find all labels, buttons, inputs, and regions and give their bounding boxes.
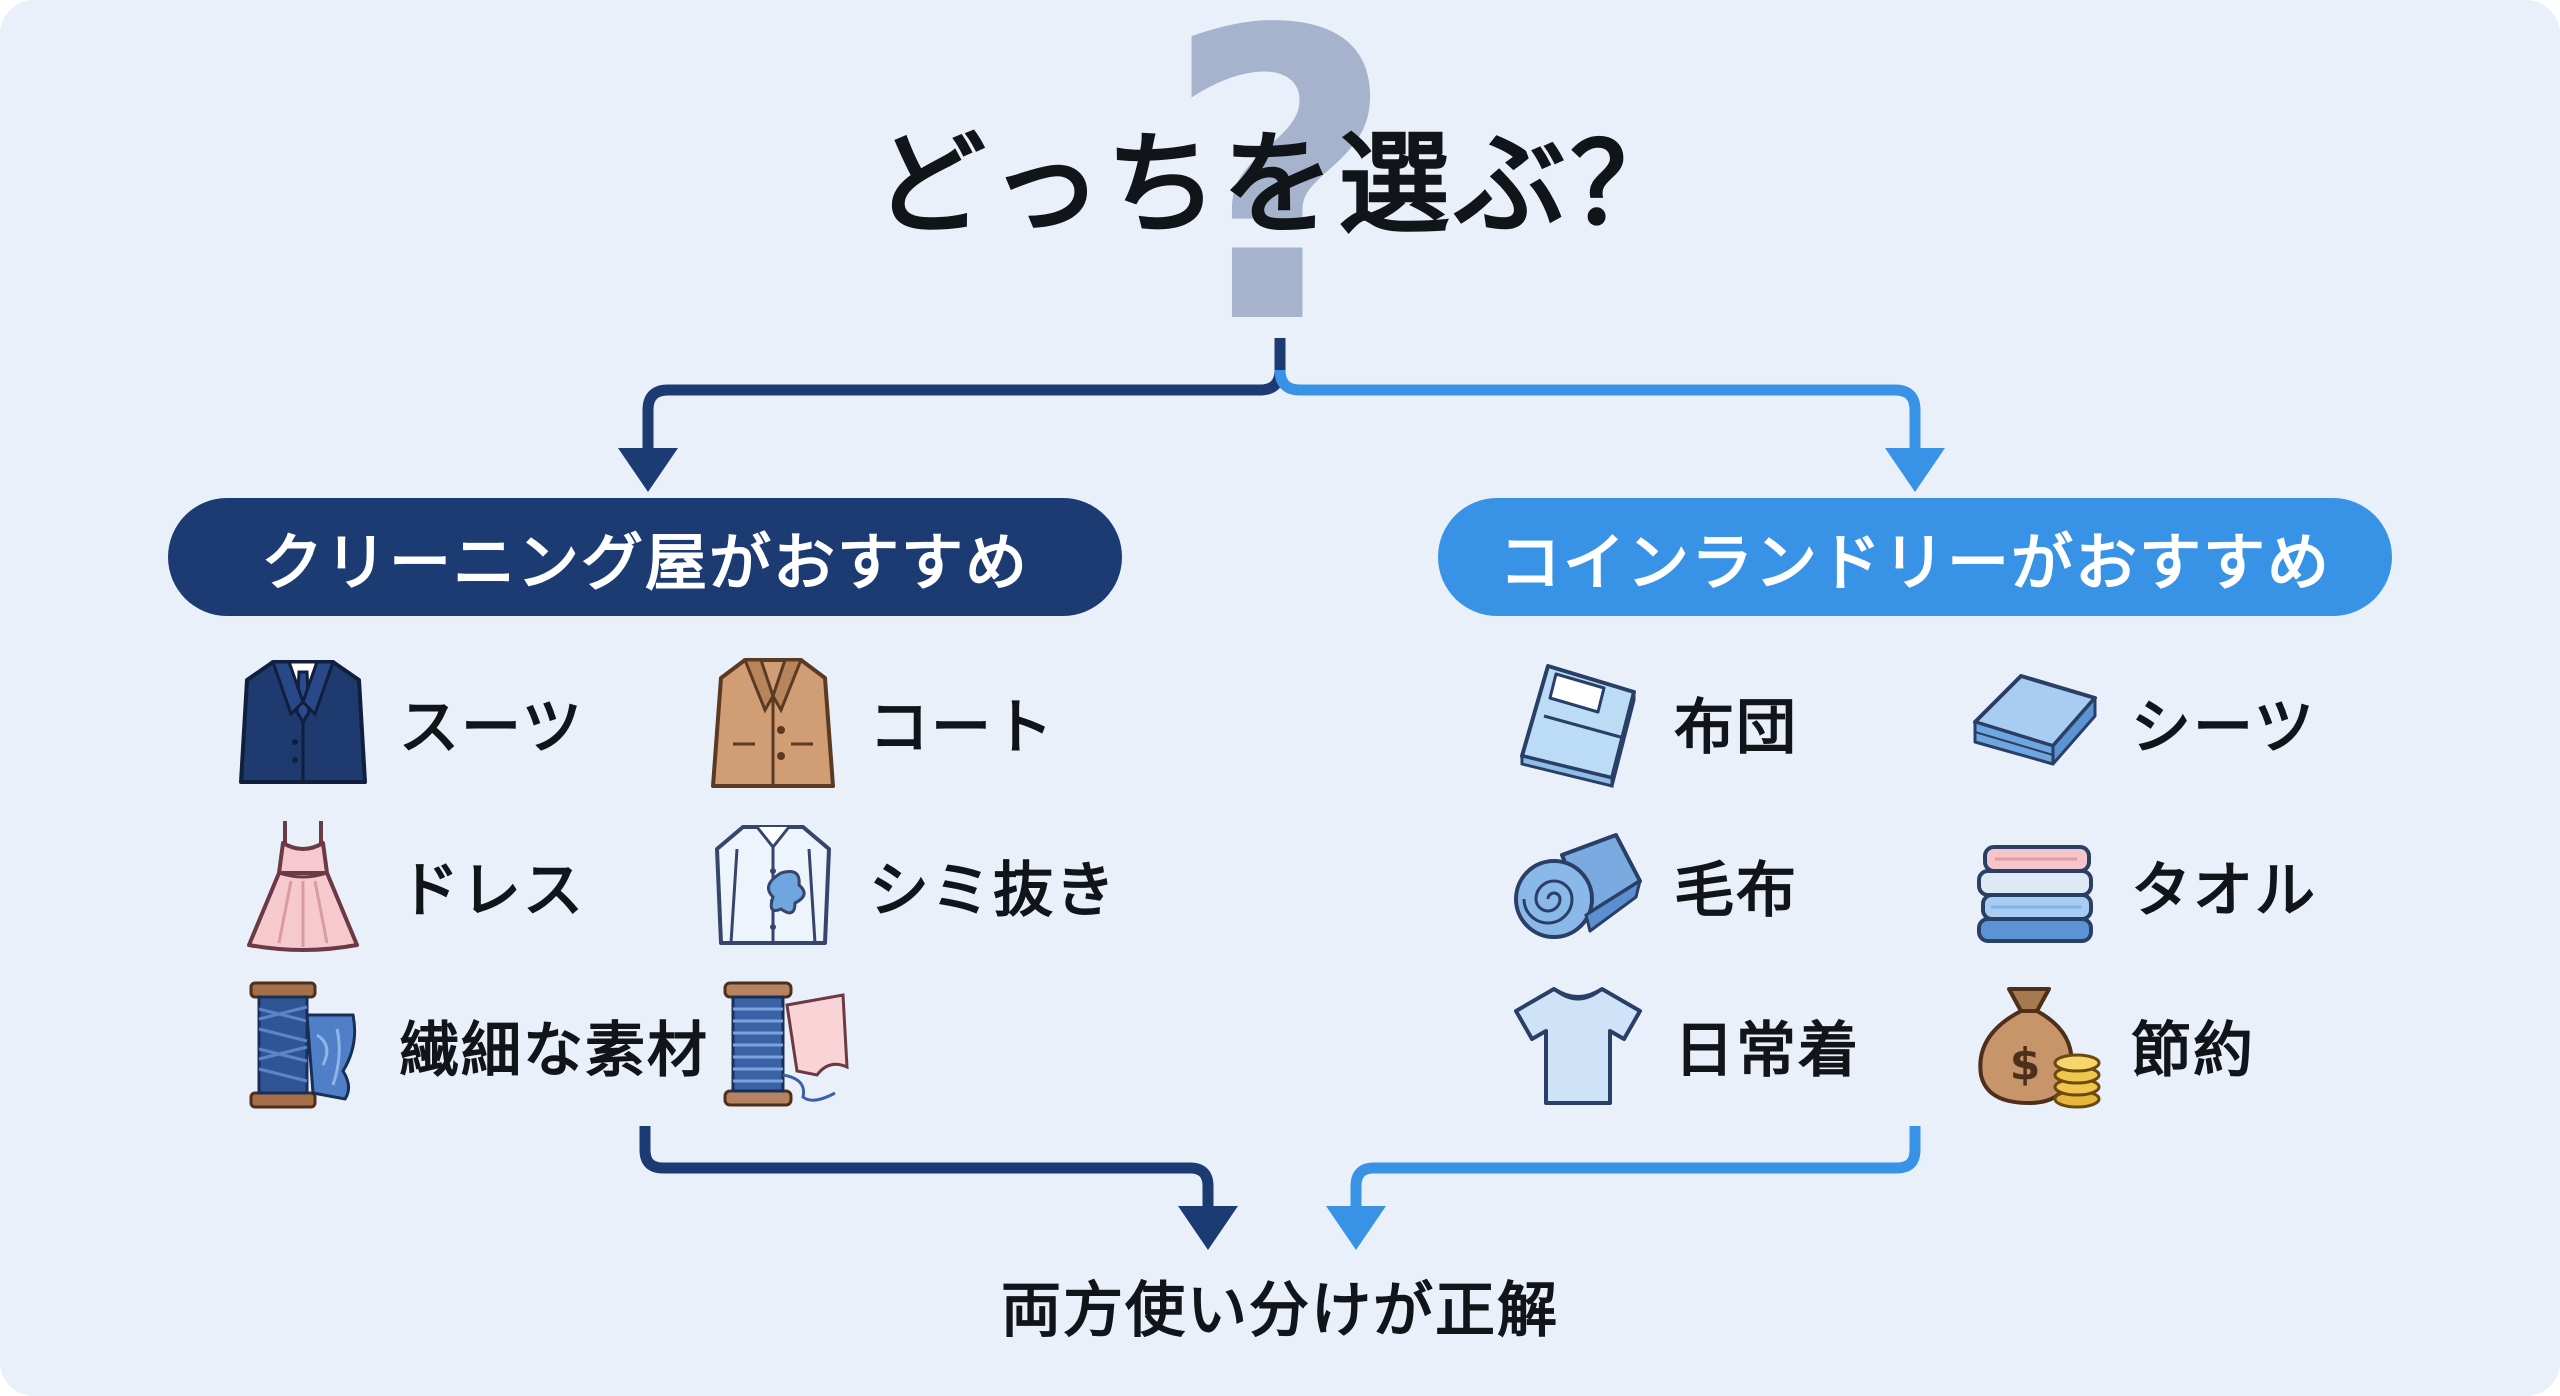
right-item-savings: $ 節約 — [1965, 975, 2255, 1115]
diagram-title: どっちを選ぶ？ — [874, 120, 1686, 250]
left-item-delicate-fabric: 繊細な素材 — [233, 975, 857, 1115]
merge-arrowhead-left — [1178, 1206, 1238, 1250]
right-item-blanket: 毛布 — [1508, 815, 1798, 955]
conclusion-text: 両方使い分けが正解 — [1001, 1276, 1559, 1346]
question-mark-decoration: ? — [1163, 0, 1397, 412]
stained-shirt-icon — [703, 815, 843, 955]
suit-icon — [233, 652, 373, 792]
thread-spool-icon — [233, 975, 373, 1115]
dress-icon — [233, 815, 373, 955]
right-item-label: 節約 — [2131, 1015, 2255, 1086]
left-item-label: ドレス — [399, 855, 585, 926]
merge-arrow-right — [1350, 1126, 1921, 1210]
left-item-suit: スーツ — [233, 652, 584, 792]
left-item-label: コート — [869, 692, 1055, 763]
right-item-label: 日常着 — [1674, 1015, 1860, 1086]
right-item-label: 毛布 — [1674, 855, 1798, 926]
split-arrow-right — [1274, 369, 1921, 452]
right-item-towels: タオル — [1965, 815, 2317, 955]
svg-text:$: $ — [2010, 1039, 2041, 1090]
left-item-stain-removal: シミ抜き — [703, 815, 1117, 955]
right-item-everyday-wear: 日常着 — [1508, 975, 1860, 1115]
split-arrowhead-left — [618, 448, 678, 492]
cleaning-shop-heading: クリーニング屋がおすすめ — [168, 498, 1122, 616]
towel-stack-icon — [1965, 815, 2105, 955]
split-arrow-left — [642, 338, 1286, 452]
money-bag-icon: $ — [1965, 975, 2105, 1115]
split-arrowhead-right — [1885, 448, 1945, 492]
left-item-dress: ドレス — [233, 815, 585, 955]
tshirt-icon — [1508, 975, 1648, 1115]
right-item-label: 布団 — [1674, 692, 1798, 763]
left-item-label: スーツ — [399, 692, 584, 763]
right-item-futon: 布団 — [1508, 652, 1798, 792]
left-item-label: シミ抜き — [869, 855, 1117, 926]
left-item-label: 繊細な素材 — [399, 1015, 709, 1086]
right-item-sheets: シーツ — [1965, 652, 2316, 792]
rolled-blanket-icon — [1508, 815, 1648, 955]
right-item-label: シーツ — [2131, 692, 2316, 763]
coin-laundry-heading: コインランドリーがおすすめ — [1438, 498, 2392, 616]
merge-arrowhead-right — [1326, 1206, 1386, 1250]
coat-icon — [703, 652, 843, 792]
thread-spool-icon — [717, 975, 857, 1115]
left-item-coat: コート — [703, 652, 1055, 792]
futon-icon — [1508, 652, 1648, 792]
folded-sheet-icon — [1965, 652, 2105, 792]
right-item-label: タオル — [2131, 855, 2317, 926]
merge-arrow-left — [639, 1126, 1214, 1210]
